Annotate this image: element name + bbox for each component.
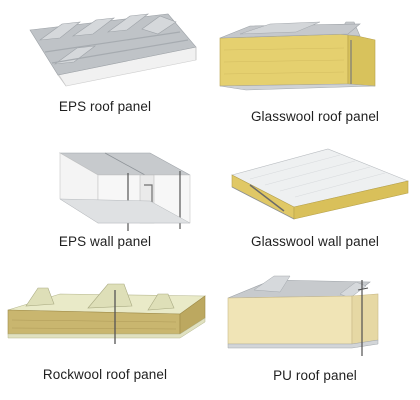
pu-roof-panel-image [227, 275, 379, 356]
panel-caption: Rockwool roof panel [42, 367, 168, 382]
glasswool-wall-panel-image [231, 148, 410, 220]
eps-roof-panel-image [29, 13, 197, 87]
glasswool-wall-panel-card: Glasswool wall panel [210, 133, 420, 266]
rockwool-roof-panel-card: Rockwool roof panel [0, 266, 210, 399]
eps-wall-panel-image [58, 152, 191, 231]
panel-caption: EPS roof panel [58, 99, 152, 114]
glasswool-roof-panel-card: Glasswool roof panel [210, 0, 420, 133]
rockwool-roof-panel-image [7, 283, 206, 344]
panel-caption: Glasswool wall panel [250, 234, 380, 249]
panel-caption: EPS wall panel [58, 234, 152, 249]
glasswool-roof-panel-image [219, 21, 376, 91]
pu-roof-panel-card: PU roof panel [210, 266, 420, 399]
eps-wall-panel-card: EPS wall panel [0, 133, 210, 266]
panel-caption: Glasswool roof panel [250, 109, 380, 124]
eps-roof-panel-card: EPS roof panel [0, 0, 210, 133]
panel-caption: PU roof panel [273, 368, 357, 383]
